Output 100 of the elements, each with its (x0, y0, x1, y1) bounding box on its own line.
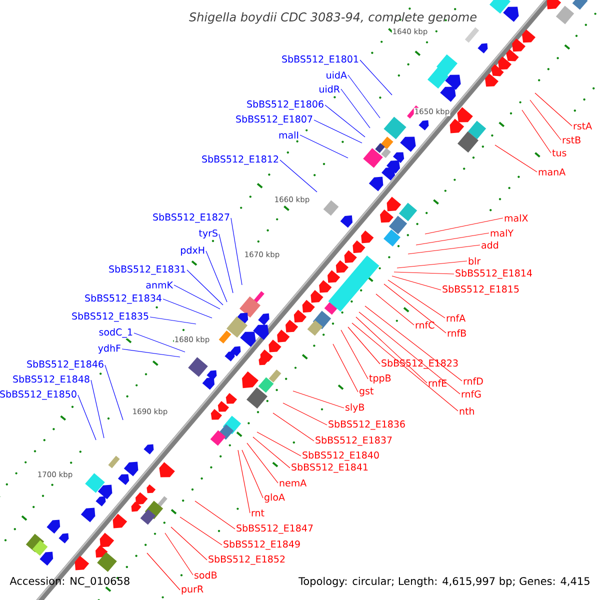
gene-label: rstB (561, 136, 582, 144)
gene-label: add (480, 240, 500, 250)
leader-line (104, 364, 124, 420)
gene-label: tyrS (198, 228, 219, 240)
leader-line (180, 516, 222, 546)
leader-line (384, 284, 446, 334)
gene-label: pdxH (179, 246, 206, 256)
leader-line (340, 330, 368, 380)
gene-label: anmK (144, 280, 174, 290)
gene-label: slyB (344, 402, 366, 414)
leader-line (360, 60, 392, 96)
gene-label: rnfA (445, 314, 466, 322)
leader-line (358, 312, 460, 394)
gene-label: SbBS512_E1835 (70, 311, 150, 323)
leader-line (408, 244, 480, 254)
gene-label: uidA (325, 70, 348, 80)
leader-line (392, 276, 442, 290)
gene-label: malY (489, 228, 514, 238)
leader-line (252, 436, 290, 468)
gene-label: SbBS512_E1849 (222, 539, 302, 551)
gene-label: SbBS512_E1831 (108, 264, 187, 276)
leader-line (246, 442, 278, 484)
leader-line (292, 390, 344, 408)
leader-line (388, 280, 446, 318)
gene-label: uidR (318, 84, 341, 94)
leader-line (348, 326, 380, 364)
leader-line (134, 332, 186, 352)
gene-label: blr (467, 256, 482, 266)
gene-label: SbBS512_E1852 (207, 554, 286, 566)
gene-label: SbBS512_E1837 (314, 435, 394, 447)
gene-label: manA (537, 168, 566, 176)
leader-line (280, 160, 318, 192)
leader-line (416, 232, 490, 246)
gene-label: SbBS512_E1848 (12, 374, 91, 386)
gene-label: gloA (263, 492, 286, 504)
summary-text: Topology: circular; Length: 4,615,997 bp; Genes: 4,415 (298, 576, 590, 588)
leader-line (314, 120, 362, 144)
gene-label: sodB (193, 570, 218, 580)
leader-line (174, 284, 220, 310)
gene-label: rnfD (462, 376, 484, 386)
leader-line (162, 298, 212, 318)
gene-label: SbBS512_E1815 (441, 284, 520, 296)
leader-line (352, 322, 458, 412)
gene-label: SbBS512_E1812 (200, 154, 280, 166)
gene-label: SbBS512_E1814 (454, 268, 534, 280)
leader-line (332, 344, 358, 392)
gene-label: rnfG (460, 390, 482, 398)
leader-line (376, 294, 414, 326)
leader-line (218, 234, 234, 294)
gene-label: SbBS512_E1847 (235, 523, 314, 535)
leader-line (238, 450, 250, 514)
gene-label: SbBS512_E1836 (327, 419, 406, 431)
leader-line (424, 218, 504, 234)
leader-line (170, 526, 208, 560)
leader-line (150, 316, 196, 324)
gene-label: SbBS512_E1846 (26, 359, 105, 371)
leader-line (242, 450, 264, 498)
gene-label: rnt (250, 508, 266, 518)
leader-line (122, 348, 180, 358)
leader-line (230, 218, 242, 286)
leader-line (282, 402, 328, 426)
gene-label: malX (503, 214, 530, 222)
leader-line (90, 380, 104, 438)
leader-line (348, 74, 380, 118)
gene-label: SbBS512_E1834 (84, 293, 163, 305)
leader-line (394, 272, 454, 274)
leader-line (340, 88, 370, 128)
leader-line (78, 394, 96, 440)
gene-label: SbBS512_E1841 (290, 462, 370, 474)
leader-line (534, 92, 572, 126)
gene-label: SbBS512_E1840 (301, 450, 380, 462)
gene-label: SbBS512_E1827 (152, 212, 231, 224)
leader-line (396, 260, 468, 268)
gene-label: sodC_1 (98, 327, 134, 339)
gene-label: SbBS512_E1806 (246, 99, 325, 111)
leader-line (530, 100, 562, 140)
leader-line (146, 552, 180, 590)
leader-line (164, 532, 194, 576)
leader-line (256, 432, 302, 456)
gene-label: gst (358, 386, 374, 398)
gene-label: tppB (368, 374, 392, 384)
leader-line (300, 134, 348, 158)
gene-label: rnfE (427, 378, 448, 388)
leader-line (186, 270, 224, 306)
accession-text: Accession: NC_010658 (10, 576, 130, 588)
leader-line (206, 250, 228, 302)
gene-label: SbBS512_E1801 (280, 54, 360, 66)
gene-label: nemA (278, 478, 308, 488)
leader-line (324, 104, 366, 138)
gene-label: rstA (572, 122, 593, 130)
gene-label: malI (278, 130, 300, 140)
gene-label: tus (551, 148, 568, 158)
gene-label: SbBS512_E1807 (234, 114, 314, 126)
leader-line (272, 412, 314, 442)
gene-label: nth (458, 406, 476, 416)
leader-line (194, 500, 236, 530)
gene-label: SbBS512_E1850 (0, 389, 78, 401)
gene-label: ydhF (97, 344, 122, 354)
gene-label: purR (180, 584, 204, 596)
leader-line (356, 316, 428, 384)
